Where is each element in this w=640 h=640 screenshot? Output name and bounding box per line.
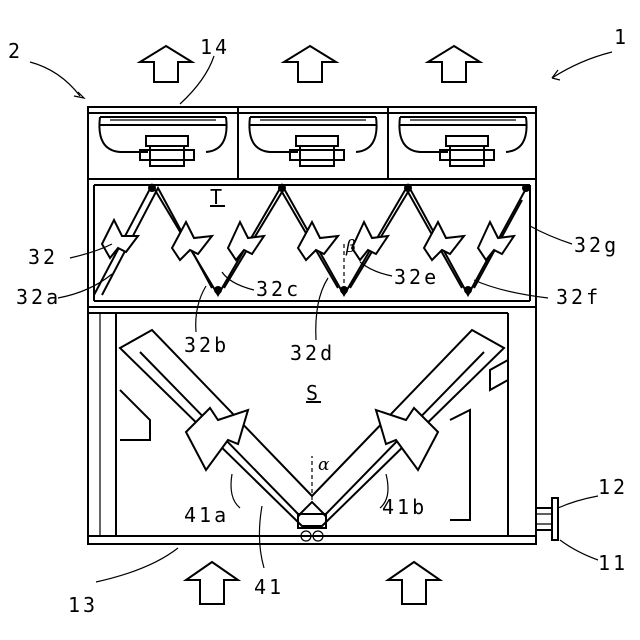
upper-exchanger-section [88,179,536,307]
pipe-connection [536,498,558,540]
label-32g: 32g [574,233,619,257]
label-14: 14 [200,35,230,59]
label-32f: 32f [556,285,601,309]
fan-section [88,107,536,179]
label-S: S [306,381,321,405]
leader-lines [30,52,612,582]
label-11: 11 [598,551,628,575]
coil-airflow-arrows [102,220,514,260]
bottom-airflow-arrows [186,562,440,604]
label-32a: 32a [16,285,61,309]
exhaust-arrow-right [428,46,480,82]
airflow-arrow-41a [186,408,248,470]
label-1: 1 [614,25,629,49]
label-41b: 41b [382,495,427,519]
label-32: 32 [28,245,58,269]
fan-unit-1 [99,117,226,166]
airflow-arrow-41b [376,408,438,470]
label-41a: 41a [184,503,229,527]
exhaust-arrow-middle [284,46,336,82]
intake-arrow-left [186,562,238,604]
label-32b: 32b [184,333,229,357]
label-alpha: α [318,455,330,475]
label-2: 2 [8,39,23,63]
exhaust-arrow-left [140,46,192,82]
label-32e: 32e [394,265,439,289]
label-T: T [210,185,225,209]
label-12: 12 [598,475,628,499]
label-beta: β [345,237,356,257]
label-13: 13 [68,593,98,617]
label-32d: 32d [290,341,335,365]
top-airflow-arrows [140,46,480,82]
intake-arrow-right [388,562,440,604]
fan-unit-3 [399,117,526,166]
fan-unit-2 [249,117,376,166]
label-41: 41 [254,575,284,599]
label-32c: 32c [256,277,301,301]
